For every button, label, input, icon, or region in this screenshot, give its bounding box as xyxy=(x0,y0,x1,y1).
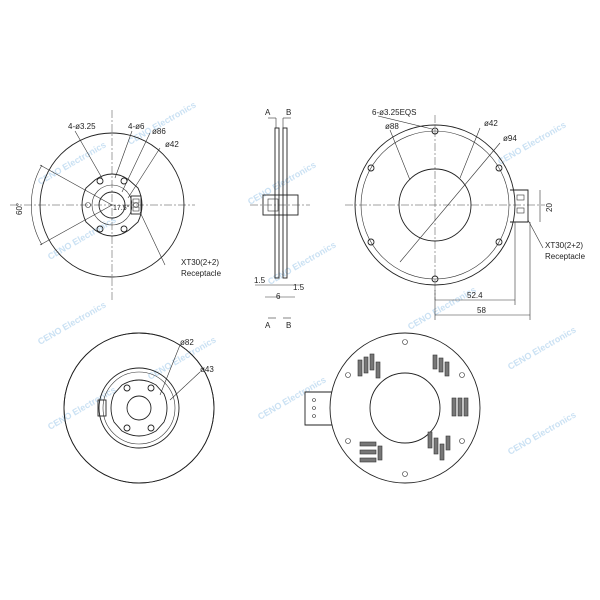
pcd-diameter-label: ø88 xyxy=(385,122,399,131)
watermark: CENO Electronics xyxy=(246,160,318,207)
watermark: CENO Electronics xyxy=(256,375,328,422)
inner-diameter-label: ø42 xyxy=(165,140,179,149)
rear-view: 6-ø3.25EQS ø88 ø42 ø94 20 XT30(2+2) Rece… xyxy=(345,108,586,320)
section-b-bottom: B xyxy=(286,321,291,330)
tab-offset-label: 52.4 xyxy=(467,291,483,300)
board-inner-circle xyxy=(369,372,441,444)
brush-inner-diameter-label: ø43 xyxy=(200,365,214,374)
flange-diameter-label: ø86 xyxy=(152,127,166,136)
rear-inner-diameter-label: ø42 xyxy=(484,119,498,128)
watermark: CENO Electronics xyxy=(506,410,578,457)
front-view: 60° 4-ø3.25 4-ø6 ø86 ø42 17.5° XT30(2+2)… xyxy=(10,110,222,300)
watermark: CENO Electronics xyxy=(36,300,108,347)
tab-total-label: 58 xyxy=(477,306,486,315)
rear-holes-label: 6-ø3.25EQS xyxy=(372,108,416,117)
side-view: A B 1.5 1.5 6 A B xyxy=(250,108,310,330)
rear-outer-diameter-label: ø94 xyxy=(503,134,517,143)
connector-type-label: Receptacle xyxy=(181,269,222,278)
brush-bore xyxy=(98,367,180,449)
connector-tab xyxy=(510,189,529,223)
rear-outer-circle xyxy=(354,124,516,286)
rear-connector-type: Receptacle xyxy=(545,252,586,261)
plate-b xyxy=(282,127,288,279)
watermark: CENO Electronics xyxy=(496,120,568,167)
plate-a xyxy=(274,127,280,279)
section-a-bottom: A xyxy=(265,321,271,330)
watermark: CENO Electronics xyxy=(266,240,338,287)
connector-body xyxy=(130,195,142,215)
small-holes-label: 4-ø3.25 xyxy=(68,122,96,131)
connector-name-label: XT30(2+2) xyxy=(181,258,219,267)
dim-right-label: 1.5 xyxy=(293,283,305,292)
section-b-top: B xyxy=(286,108,291,117)
bore-circle xyxy=(98,191,126,219)
tab-height-label: 20 xyxy=(545,203,554,212)
angle-label: 60° xyxy=(15,203,24,215)
rear-inner-circle xyxy=(398,168,472,242)
brush-view: ø82 ø43 xyxy=(63,332,215,484)
rear-connector-name: XT30(2+2) xyxy=(545,241,583,250)
flange-outline xyxy=(81,173,143,237)
watermark: CENO Electronics xyxy=(506,325,578,372)
section-a-top: A xyxy=(265,108,271,117)
board-outer-circle xyxy=(329,332,481,484)
inner-angle-label: 17.5° xyxy=(113,204,130,212)
outer-disc xyxy=(39,132,185,278)
brush-board-view xyxy=(304,332,481,484)
dim-mid-label: 6 xyxy=(276,292,281,301)
dim-left-label: 1.5 xyxy=(254,276,266,285)
large-holes-label: 4-ø6 xyxy=(128,122,145,131)
brush-outer-diameter-label: ø82 xyxy=(180,338,194,347)
